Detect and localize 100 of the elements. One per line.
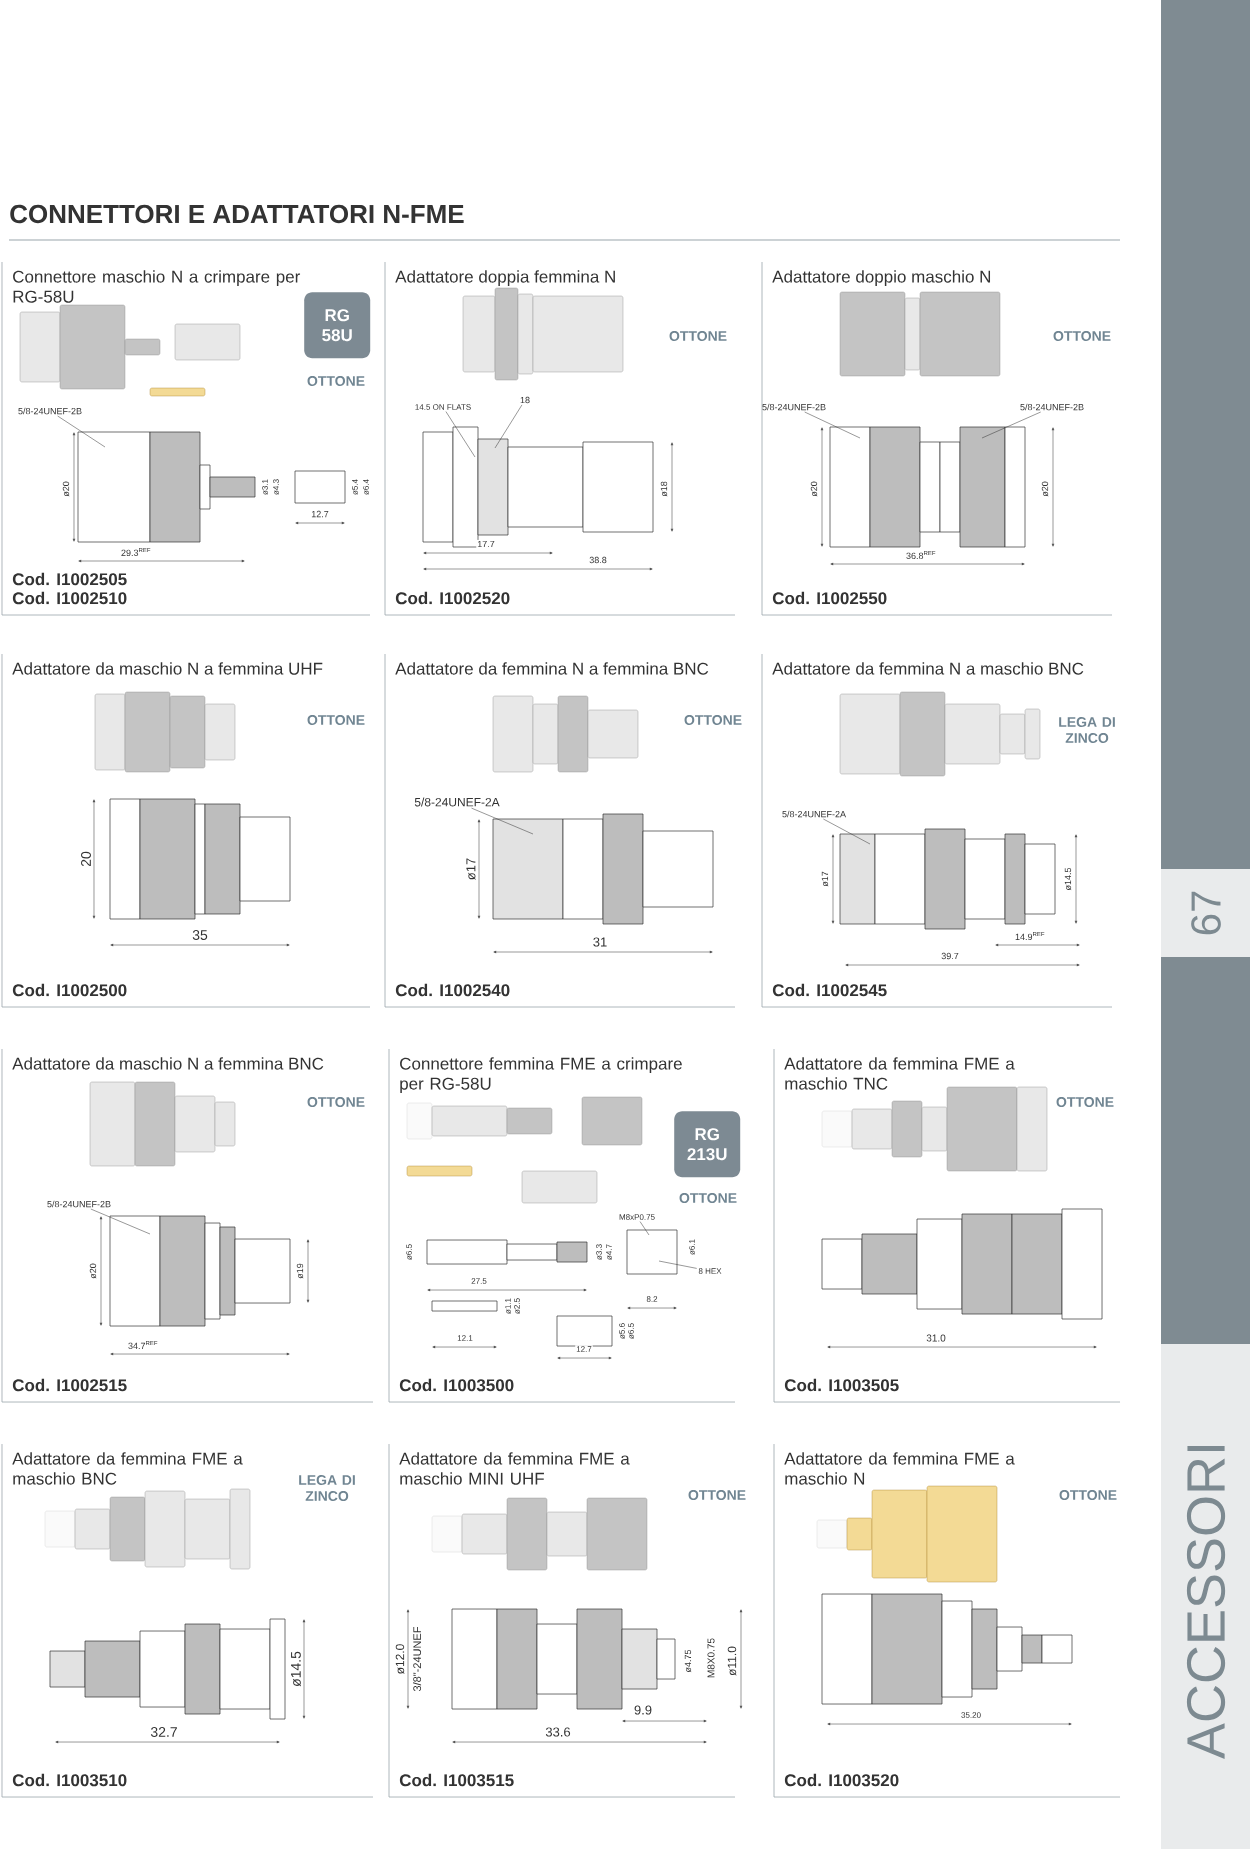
dimension-label: ø20 [1040,480,1050,498]
product-code: Cod. I1003515 [399,1773,514,1787]
dimension-label: ø3.1 [261,478,269,496]
leader-line [90,1208,151,1235]
dimension-label: ø18 [659,480,669,498]
product-code: Cod. I1003505 [784,1378,899,1392]
dimension-label: 32.7 [149,1726,179,1738]
page-number: 67 [1191,891,1221,935]
dimension-label: 20 [80,850,92,868]
material-label: OTTONE [307,715,365,725]
dimension-label: ø2.5 [513,1297,521,1315]
dimension-label: ø20 [88,1262,98,1280]
product-code: Cod. I1002510 [12,591,127,605]
callout-text: 5/8-24UNEF-2B [47,1200,111,1208]
material-label: OTTONE [688,1490,746,1500]
product-title: Adattatore da femmina N a maschio BNC [772,662,1084,675]
product-code: Cod. I1002500 [12,983,127,997]
material-label: OTTONE [1053,331,1111,341]
cable-badge: RG 58U [304,292,371,359]
product-code: Cod. I1002540 [395,983,510,997]
product-code: Cod. I1002545 [772,983,887,997]
callout-text: 8 HEX [698,1268,722,1274]
dimension-label: 12.7 [310,509,330,519]
dimension-label: ø6.4 [362,478,370,496]
product-code: Cod. I1002505 [12,572,127,586]
dimension-label: ø11.0 [726,1645,738,1677]
leader-line [804,411,861,439]
product-title: Connettore maschio N a crimpare per RG-58U [13,270,301,303]
dimension-label: 14.9$^{REF}$ [1014,931,1046,942]
callout-text: 5/8-24UNEF-2B [1020,403,1084,411]
dimension-label: 38.8 [588,555,608,565]
material-label: OTTONE [1056,1097,1114,1107]
dimension-label: ø5.4 [351,478,359,496]
dimension-label: 31 [591,936,609,948]
product-title: Adattatore doppia femmina N [395,270,615,287]
product-title: Adattatore da femmina N a femmina BNC [395,662,709,675]
section-label: ACCESSORI [1186,1446,1226,1759]
dimension-label: 9.9 [632,1704,654,1716]
product-code: Cod. I1002515 [12,1378,127,1392]
dimension-label: ø14.5 [290,1650,302,1688]
product-code: Cod. I1003510 [12,1773,127,1787]
callout-text: 5/8-24UNEF-2B [762,403,826,411]
dimension-label: 12.1 [456,1334,474,1342]
dimension-label: 34.7$^{REF}$ [127,1340,159,1351]
dimension-label: ø20 [809,480,819,498]
dimension-label: 35 [191,929,209,941]
dimension-label: ø1.1 [504,1297,512,1315]
dimension-label: ø4.3 [272,478,280,496]
leader-line [494,404,523,449]
material-label: LEGA DI ZINCO [299,1475,355,1501]
product-title: Connettore femmina FME a crimpare per RG-58U [400,1057,682,1094]
dimension-label: ø14.5 [1063,866,1073,892]
leader-line [823,818,871,845]
dimension-label: ø19 [295,1262,305,1280]
dimension-label: 27.5 [470,1277,488,1285]
dimension-label: M8X0.75 [706,1637,716,1680]
dimension-label: ø4.75 [683,1648,693,1674]
callout-text: 5/8-24UNEF-2A [782,810,846,818]
leader-line [57,415,106,448]
material-label: OTTONE [679,1193,737,1203]
callout-text: 14.5 ON FLATS [415,404,471,410]
dimension-label: 36.8$^{REF}$ [905,550,937,561]
cable-badge: RG 213U [674,1111,741,1178]
product-title: Adattatore doppio maschio N [772,270,990,287]
material-label: OTTONE [307,376,365,386]
leader-line [981,411,1041,439]
dimension-label: 3/8"-24UNEF [411,1625,423,1693]
page-title: CONNETTORI E ADATTATORI N-FME [10,204,464,224]
material-label: LEGA DI ZINCO [1059,717,1115,743]
product-code: Cod. I1002520 [395,591,510,605]
dimension-label: ø6.5 [405,1243,413,1261]
leader-line [471,807,534,835]
callout-text: 5/8-24UNEF-2B [18,407,82,415]
dimension-label: ø3.3 [595,1243,603,1261]
product-title: Adattatore da femmina FME a maschio MINI UHF [399,1452,630,1485]
material-label: OTTONE [307,1097,365,1107]
material-label: OTTONE [684,715,742,725]
dimension-label: 12.7 [575,1345,593,1353]
dimension-label: ø4.7 [605,1243,613,1261]
leader-line [639,1221,650,1236]
product-title: Adattatore da femmina FME a maschio TNC [784,1057,1015,1090]
dimension-label: 39.7 [940,951,960,961]
dimension-label: ø12.0 [394,1642,406,1676]
callout-text: 5/8-24UNEF-2A [414,797,500,807]
product-code: Cod. I1003500 [399,1378,514,1392]
dimension-label: ø20 [61,480,71,498]
leader-line [658,1260,697,1269]
dimension-label: ø6.1 [688,1238,696,1256]
dimension-label: 17.7 [476,539,496,549]
product-code: Cod. I1002550 [772,591,887,605]
product-code: Cod. I1003520 [784,1773,899,1787]
dimension-label: 31.0 [925,1333,947,1343]
product-title: Adattatore da femmina FME a maschio BNC [12,1452,243,1485]
dimension-label: ø17 [465,856,477,882]
dimension-label: 29.3$^{REF}$ [120,547,152,558]
material-label: OTTONE [1059,1490,1117,1500]
callout-text: 18 [520,396,530,404]
product-title: Adattatore da maschio N a femmina BNC [12,1057,324,1070]
material-label: OTTONE [669,331,727,341]
dimension-label: 8.2 [645,1295,659,1303]
